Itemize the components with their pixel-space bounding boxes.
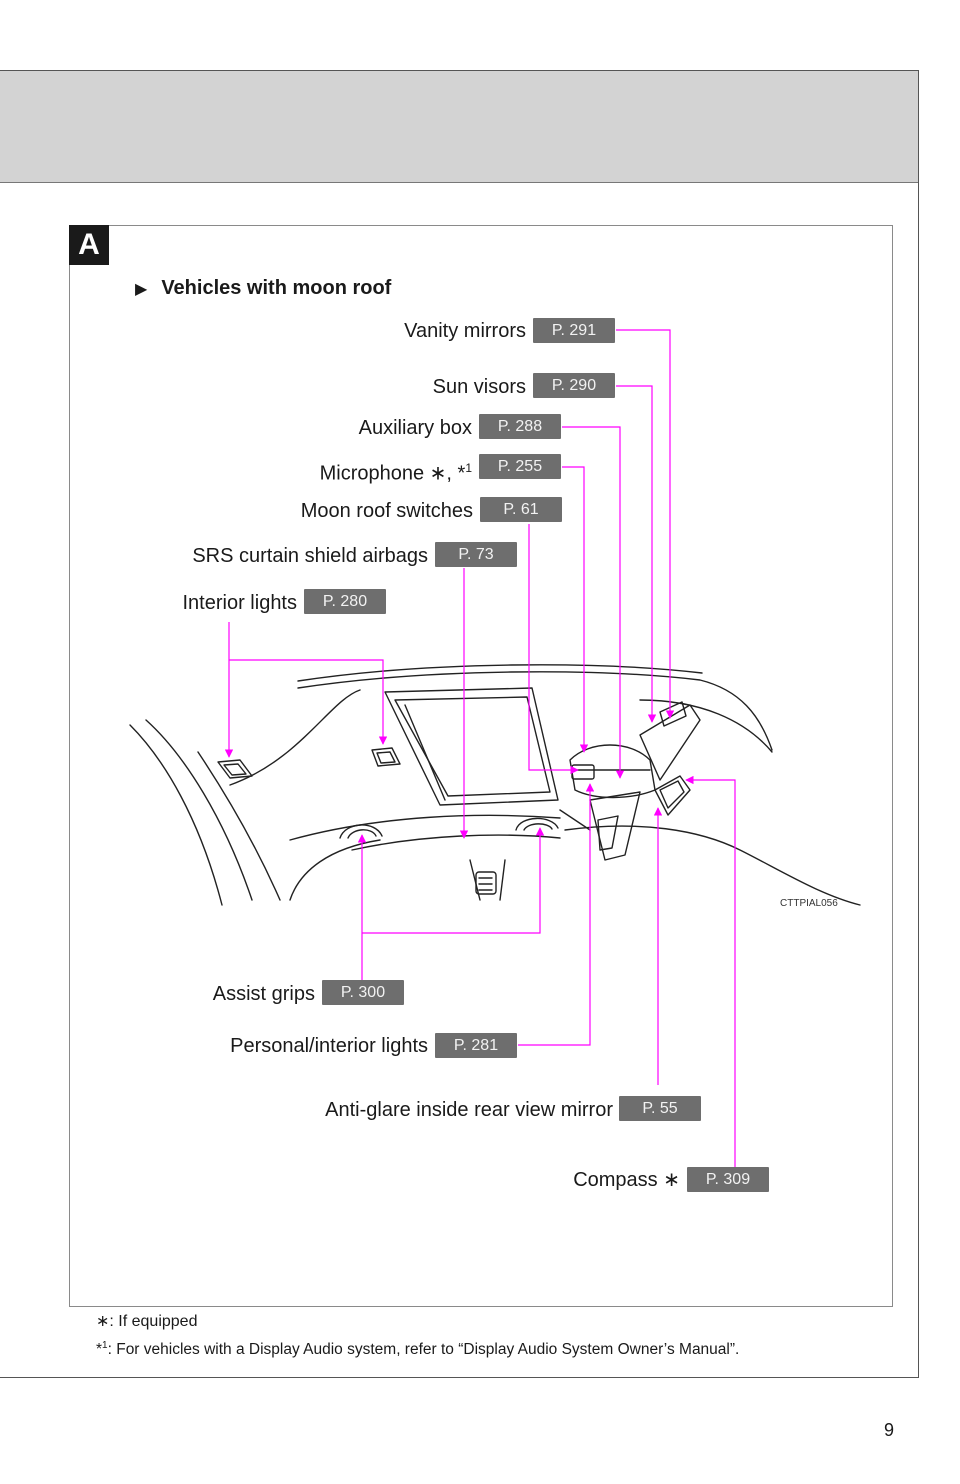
- overhead-console: [569, 744, 656, 799]
- vehicle-heading: ▶ Vehicles with moon roof: [135, 276, 391, 302]
- microphone-label-text: Microphone ∗, *: [319, 462, 466, 485]
- interior-light-center: [371, 747, 401, 767]
- leader-assist-grips-2: [362, 827, 545, 934]
- page-badge-sun-visors[interactable]: P. 290: [533, 373, 615, 398]
- page-number: 9: [884, 1420, 895, 1440]
- assist-grip-left: [339, 824, 383, 839]
- leader-personal-lights: [518, 783, 595, 1046]
- leader-interior-lights-2: [229, 659, 388, 745]
- footnote-if-equipped-text: : If equipped: [109, 1313, 198, 1330]
- roof-outer-edge: [297, 671, 773, 751]
- leader-moon-roof-switches: [528, 524, 579, 775]
- header-band: [0, 71, 918, 183]
- callout-label-anti-glare-mirror: Anti-glare inside rear view mirror: [325, 1099, 613, 1121]
- callout-label-interior-lights: Interior lights: [182, 592, 298, 614]
- vehicle-heading-text: Vehicles with moon roof: [161, 277, 392, 299]
- assist-grip-right: [515, 817, 559, 831]
- callout-label-auxiliary-box: Auxiliary box: [358, 417, 472, 439]
- page-badge-assist-grips[interactable]: P. 300: [322, 980, 404, 1005]
- section-tab: A: [69, 225, 109, 265]
- callout-label-srs-airbags: SRS curtain shield airbags: [192, 545, 428, 567]
- interior-light-left: [217, 759, 253, 779]
- page-badge-srs-airbags[interactable]: P. 73: [435, 542, 517, 567]
- leader-compass: [685, 775, 736, 1168]
- page-badge-vanity-mirrors[interactable]: P. 291: [533, 318, 615, 343]
- callout-label-vanity-mirrors: Vanity mirrors: [404, 320, 526, 342]
- sunroof-frame: [384, 687, 559, 806]
- page-badge-auxiliary-box[interactable]: P. 288: [479, 414, 561, 439]
- callout-label-personal-lights: Personal/interior lights: [230, 1035, 428, 1057]
- headliner-edge: [289, 814, 561, 841]
- page-frame: [0, 70, 919, 1378]
- page-badge-interior-lights[interactable]: P. 280: [304, 589, 386, 614]
- footnote-2-sup: 1: [102, 1340, 108, 1351]
- page-badge-compass[interactable]: P. 309: [687, 1167, 769, 1192]
- leader-microphone: [562, 466, 589, 753]
- callout-label-moon-roof-switches: Moon roof switches: [300, 500, 473, 522]
- callout-label-compass: Compass ∗: [573, 1169, 680, 1191]
- leader-auxiliary-box: [562, 426, 625, 779]
- left-pillar-outer: [129, 724, 223, 906]
- page-badge-microphone[interactable]: P. 255: [479, 454, 561, 479]
- page-badge-anti-glare-mirror[interactable]: P. 55: [619, 1096, 701, 1121]
- footnote-2-text: : For vehicles with a Display Audio syst…: [107, 1341, 740, 1359]
- asterisk-symbol: ∗: [96, 1313, 110, 1330]
- page-badge-personal-lights[interactable]: P. 281: [435, 1033, 517, 1058]
- callout-label-microphone: Microphone ∗, *1: [232, 456, 472, 486]
- footnote-if-equipped: ∗: If equipped: [96, 1312, 197, 1332]
- callout-label-assist-grips: Assist grips: [212, 983, 315, 1005]
- triangle-right-icon: ▶: [135, 281, 148, 298]
- leader-vanity-mirrors: [616, 329, 675, 719]
- left-pillar-inner: [145, 719, 253, 901]
- footnote-display-audio: *1: For vehicles with a Display Audio sy…: [96, 1336, 739, 1360]
- illustration-code: CTTPIAL056: [780, 898, 838, 909]
- leader-sun-visors: [616, 385, 657, 723]
- footnote-2-prefix: *: [96, 1341, 103, 1359]
- microphone-label-sup: 1: [465, 461, 472, 475]
- illustration-panel: [69, 225, 893, 1307]
- compass-unit: [654, 775, 691, 816]
- page-badge-moon-roof-switches[interactable]: P. 61: [480, 497, 562, 522]
- callout-label-sun-visors: Sun visors: [432, 376, 526, 398]
